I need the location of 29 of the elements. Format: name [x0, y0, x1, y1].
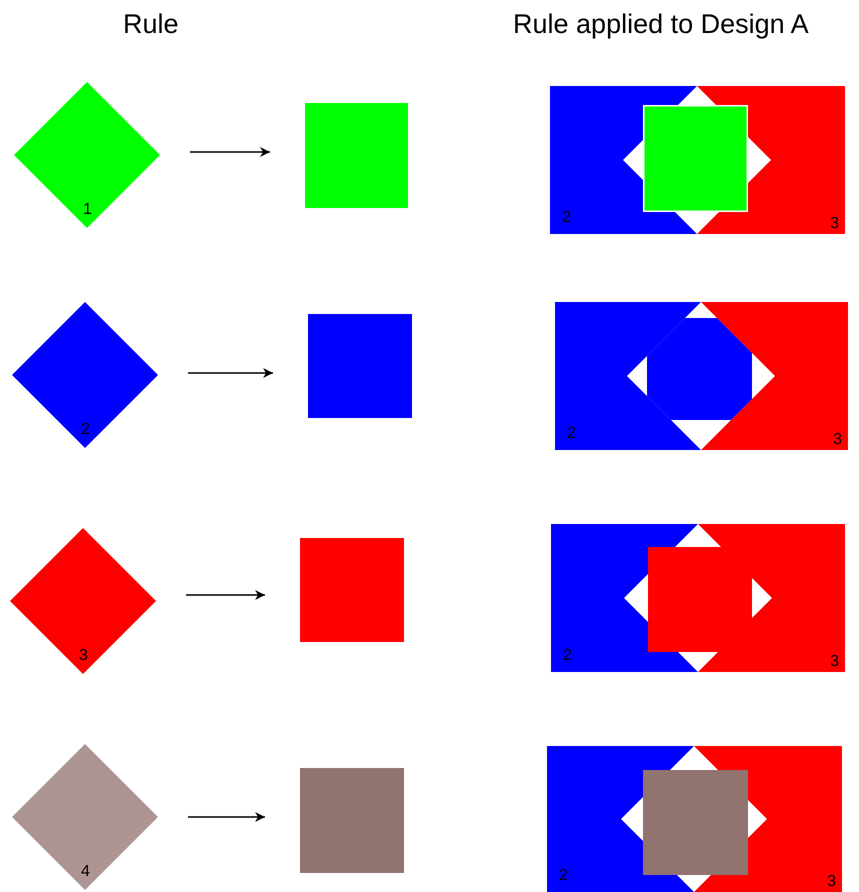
- shape-number: 3: [79, 648, 88, 664]
- shape-number: 3: [830, 654, 839, 670]
- square-shape: [300, 768, 404, 873]
- shape-number: 3: [833, 432, 842, 448]
- square-shape: [305, 103, 408, 208]
- column-heading: Rule applied to Design A: [513, 8, 809, 40]
- arrow: [188, 812, 265, 822]
- shape-number: 3: [827, 874, 836, 890]
- diamond-shape: [14, 82, 160, 228]
- shape-number: 2: [567, 426, 576, 442]
- square-shape: [300, 538, 404, 642]
- applied-square: [648, 547, 752, 652]
- diamond-shape: [12, 302, 158, 448]
- applied-square: [643, 770, 748, 875]
- diamond-shape: [12, 744, 158, 890]
- shape-number: 2: [81, 422, 90, 438]
- arrow: [186, 590, 265, 600]
- shape-number: 4: [81, 864, 90, 880]
- shape-number: 2: [563, 648, 572, 664]
- arrow: [188, 368, 273, 378]
- shape-number: 2: [562, 210, 571, 226]
- shape-number: 2: [559, 868, 568, 884]
- shape-number: 1: [83, 202, 92, 218]
- shape-number: 3: [830, 216, 839, 232]
- column-heading: Rule: [123, 8, 179, 40]
- diamond-shape: [10, 528, 156, 674]
- square-shape: [308, 314, 412, 418]
- applied-square: [643, 105, 748, 212]
- arrow: [190, 147, 270, 157]
